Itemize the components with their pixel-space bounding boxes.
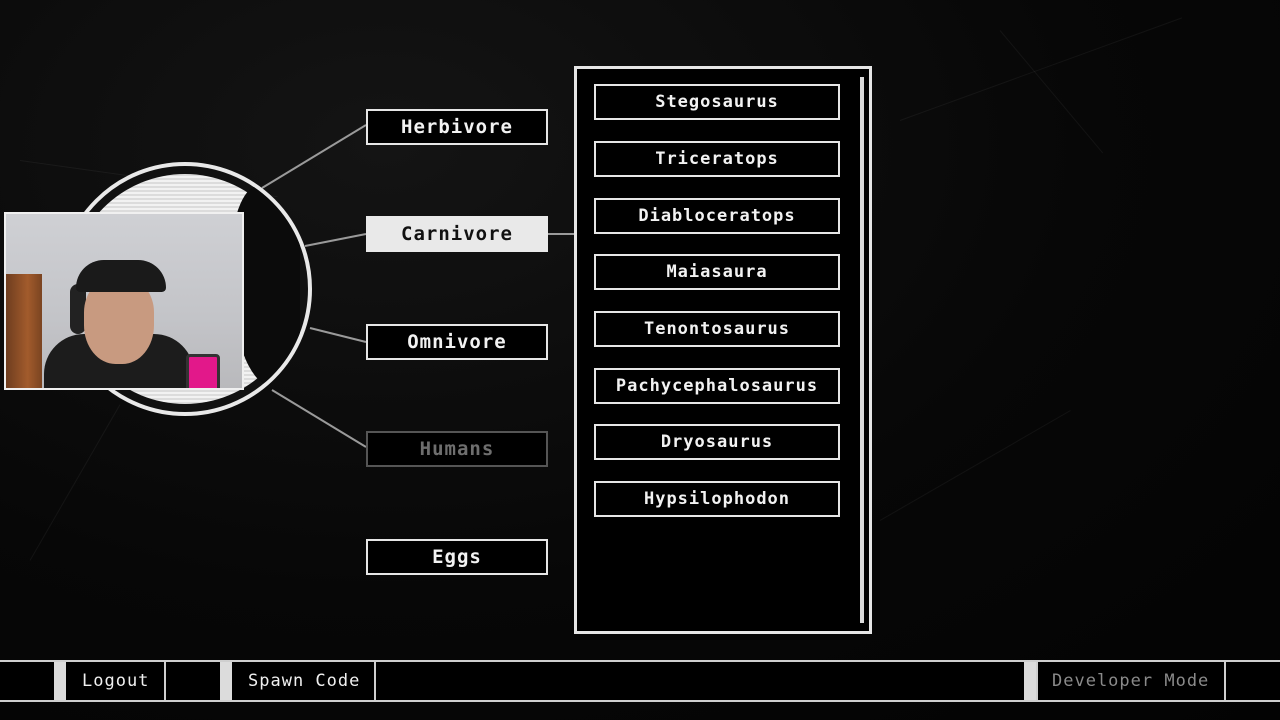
dinosaur-pachycephalosaurus-button[interactable]: Pachycephalosaurus (594, 368, 840, 404)
category-humans-button[interactable]: Humans (366, 431, 548, 467)
dinosaur-triceratops-button[interactable]: Triceratops (594, 141, 840, 177)
category-carnivore-button[interactable]: Carnivore (366, 216, 548, 252)
webcam-headset (70, 284, 86, 334)
developer-mode-tab-marker (1024, 662, 1036, 700)
category-omnivore-button[interactable]: Omnivore (366, 324, 548, 360)
dinosaur-hypsilophodon-button[interactable]: Hypsilophodon (594, 481, 840, 517)
webcam-microphone (186, 354, 220, 388)
webcam-overlay (4, 212, 244, 390)
webcam-person-head (84, 278, 154, 364)
connector-omnivore (309, 327, 367, 343)
dinosaur-diabloceratops-button[interactable]: Diabloceratops (594, 198, 840, 234)
logout-tab-marker (54, 662, 66, 700)
webcam-cap (76, 260, 166, 292)
logout-button[interactable]: Logout (66, 662, 166, 700)
category-eggs-button[interactable]: Eggs (366, 539, 548, 575)
dinosaur-tenontosaurus-button[interactable]: Tenontosaurus (594, 311, 840, 347)
bottom-bar: Logout Spawn Code Developer Mode (0, 660, 1280, 702)
dinosaur-stegosaurus-button[interactable]: Stegosaurus (594, 84, 840, 120)
webcam-door (6, 274, 42, 388)
connector-herbivore (261, 124, 367, 189)
spawn-code-button[interactable]: Spawn Code (232, 662, 376, 700)
dinosaur-dryosaurus-button[interactable]: Dryosaurus (594, 424, 840, 460)
dinosaur-list-scrollbar[interactable] (860, 77, 864, 623)
category-herbivore-button[interactable]: Herbivore (366, 109, 548, 145)
dinosaur-list-panel: Stegosaurus Triceratops Diabloceratops M… (574, 66, 872, 634)
developer-mode-button[interactable]: Developer Mode (1036, 662, 1226, 700)
spawn-code-tab-marker (220, 662, 232, 700)
dinosaur-maiasaura-button[interactable]: Maiasaura (594, 254, 840, 290)
connector-carnivore (304, 233, 367, 247)
connector-humans (271, 389, 367, 448)
